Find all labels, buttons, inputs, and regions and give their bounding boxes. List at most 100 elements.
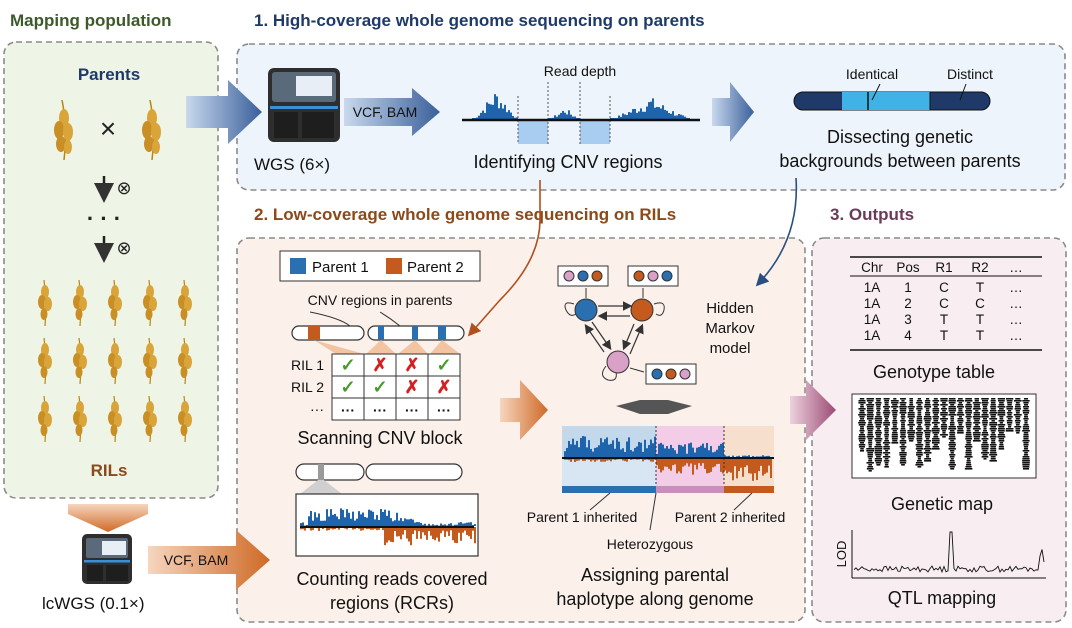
assigning-line1: Assigning parental	[581, 565, 729, 585]
p1-pointer	[589, 492, 611, 511]
legend-box	[279, 250, 481, 282]
table-cell: …	[1009, 296, 1023, 311]
counting-line1: Counting reads covered	[296, 569, 487, 589]
ellipsis-icon: ···	[405, 402, 419, 418]
ril-wheat-plant	[73, 337, 87, 385]
check-icon: ✓	[340, 377, 355, 397]
qtl-plot	[851, 530, 1046, 579]
cross-icon: ✗	[436, 377, 451, 397]
ellipsis-icon: ···	[373, 402, 387, 418]
vcf-bam-label-1: VCF, BAM	[353, 104, 418, 120]
assigning-line2: haplotype along genome	[556, 589, 753, 609]
ril-wheat-plant	[143, 279, 157, 327]
th-4: …	[1009, 260, 1023, 275]
cross-icon: ✗	[404, 377, 419, 397]
cnv-to-dissect-arrow	[712, 82, 754, 142]
ril-wheat-plant	[178, 395, 192, 443]
heterozygous-label: Heterozygous	[607, 536, 693, 552]
ril-wheat-plant	[38, 279, 52, 327]
th-3: R2	[971, 260, 988, 275]
ril-wheat-plant	[73, 395, 87, 443]
wgs-to-cnv-arrow	[344, 88, 440, 136]
table-cell: C	[939, 280, 949, 295]
vcf-bam-label-2: VCF, BAM	[164, 552, 229, 568]
selfing-symbol-1: ⊗	[116, 178, 131, 198]
table-cell: T	[976, 328, 984, 343]
wheat-parent-left	[54, 99, 73, 161]
ril-row-label: RIL 1	[291, 357, 324, 373]
genetic-map-label: Genetic map	[891, 494, 993, 514]
legend-parent1-label: Parent 1	[312, 259, 369, 276]
ril-row-label: ···	[310, 401, 324, 417]
th-2: R1	[935, 260, 952, 275]
ril-chromosome-bar	[291, 311, 465, 354]
cross-icon: ✗	[372, 355, 387, 375]
parent1-inherited-label: Parent 1 inherited	[527, 509, 638, 525]
read-depth-track	[462, 82, 700, 144]
ril-wheat-plant	[108, 279, 122, 327]
counting-line2: regions (RCRs)	[330, 593, 454, 613]
genotype-table-label: Genotype table	[873, 362, 995, 382]
genetic-map	[851, 393, 1037, 479]
th-1: Pos	[896, 260, 920, 275]
th-0: Chr	[861, 260, 883, 275]
table-cell: …	[1009, 328, 1023, 343]
selfing-symbol-2: ⊗	[116, 238, 131, 258]
generation-dots: · · ·	[87, 206, 121, 231]
lod-axis-label: LOD	[834, 541, 849, 568]
check-icon: ✓	[372, 377, 387, 397]
ril-wheat-plant	[143, 395, 157, 443]
dissecting-line1: Dissecting genetic	[827, 127, 973, 147]
rcr-coverage-track	[300, 508, 476, 546]
sequencer-icon-lcwgs	[82, 534, 132, 584]
read-depth-label: Read depth	[544, 63, 616, 79]
table-cell: 1A	[864, 296, 881, 311]
section2-title: 2. Low-coverage whole genome sequencing …	[254, 205, 676, 224]
rcr-chromosome	[295, 463, 463, 494]
hmm-down-chevron	[616, 400, 692, 414]
section3-title: 3. Outputs	[830, 205, 914, 224]
scanning-cnv-label: Scanning CNV block	[297, 428, 463, 448]
dissect-to-hmm-connector	[755, 177, 798, 287]
wheat-parent-right	[142, 99, 161, 161]
cross-symbol: ×	[100, 113, 116, 144]
ril-row-label: RIL 2	[291, 379, 324, 395]
table-cell: T	[940, 312, 948, 327]
rils-to-lcwgs-arrow	[68, 504, 148, 532]
ril-wheat-plant	[108, 337, 122, 385]
table-cell: 1A	[864, 312, 881, 327]
ril-wheat-plant	[143, 337, 157, 385]
table-cell: T	[976, 312, 984, 327]
cnv-regions-parents-label: CNV regions in parents	[308, 292, 453, 308]
table-cell: C	[975, 296, 985, 311]
table-cell: 1	[904, 280, 912, 295]
parents-label: Parents	[78, 65, 140, 84]
check-icon: ✓	[436, 355, 451, 375]
ril-wheat-grid	[38, 279, 192, 443]
lcwgs-label: lcWGS (0.1×)	[42, 594, 145, 613]
cnv-to-scanning-connector	[467, 180, 541, 337]
lcwgs-to-rcr-arrow	[148, 530, 270, 590]
hmm-line2: Markov	[705, 320, 755, 337]
check-icon: ✓	[340, 355, 355, 375]
table-cell: 3	[904, 312, 912, 327]
cross-icon: ✗	[404, 355, 419, 375]
rils-label: RILs	[91, 461, 128, 480]
sequencer-icon-wgs	[268, 68, 340, 142]
scan-to-haplotype-arrow	[500, 380, 548, 440]
legend-parent2-label: Parent 2	[407, 259, 464, 276]
hmm-line1: Hidden	[706, 300, 754, 317]
section2-to-section3-arrow	[790, 380, 836, 440]
ril-wheat-plant	[73, 279, 87, 327]
p2-pointer	[733, 492, 753, 511]
ril-wheat-plant	[178, 279, 192, 327]
parent2-inherited-label: Parent 2 inherited	[675, 509, 786, 525]
ellipsis-icon: ···	[437, 402, 451, 418]
qtl-mapping-label: QTL mapping	[888, 588, 996, 608]
table-cell: 2	[904, 296, 912, 311]
table-cell: T	[976, 280, 984, 295]
mapping-population-panel	[3, 41, 219, 499]
hmm-diagram	[557, 265, 697, 385]
